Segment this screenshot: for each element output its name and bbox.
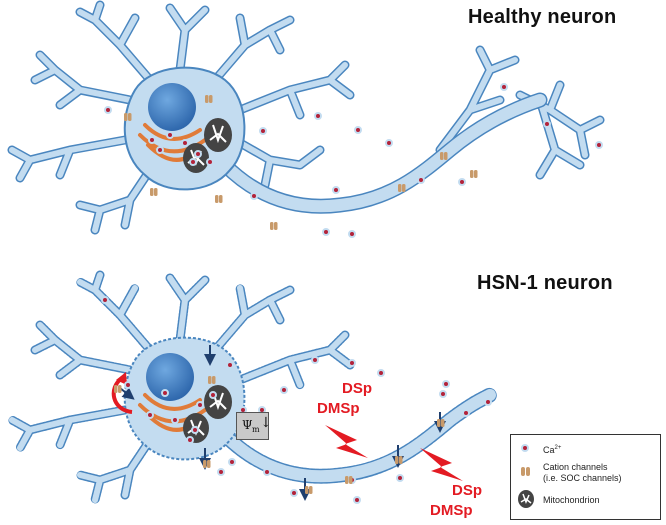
- drug-label-dmsp-lower: DMSp: [430, 502, 473, 519]
- mitochondrion-icon: [204, 385, 232, 419]
- drug-label-dmsp-upper: DMSp: [317, 400, 360, 417]
- lightning-bolt-icon: [325, 425, 368, 458]
- calcium-ion-icon: [348, 359, 356, 367]
- calcium-ion-icon: [314, 112, 322, 120]
- cation-channel-icon: [470, 170, 478, 178]
- mitochondrion-icon: [204, 118, 232, 152]
- calcium-ion-icon: [206, 158, 214, 166]
- cation-channel-icon: [270, 222, 278, 230]
- cation-channel-icon: [203, 460, 211, 468]
- calcium-ion-icon: [196, 401, 204, 409]
- calcium-ion-icon: [191, 426, 199, 434]
- calcium-ion-icon: [263, 468, 271, 476]
- calcium-ion-icon: [171, 416, 179, 424]
- legend: Ca2+ Cation channels (i.e. SOC channels)…: [510, 434, 661, 520]
- calcium-ion-icon: [458, 178, 466, 186]
- cation-channel-icon: [440, 152, 448, 160]
- cation-channel-icon: [395, 456, 403, 464]
- calcium-ion-icon: [209, 391, 217, 399]
- calcium-ion-icon: [543, 120, 551, 128]
- calcium-ion-icon: [377, 369, 385, 377]
- hsn-cation-channels: [114, 376, 445, 494]
- hsn-calcium-ions: [101, 296, 492, 504]
- calcium-ion-icon: [595, 141, 603, 149]
- calcium-ion-icon: [189, 158, 197, 166]
- cation-channel-icon: [215, 195, 223, 203]
- cation-channel-icon: [398, 184, 406, 192]
- cation-channel-icon: [124, 113, 132, 121]
- calcium-ion-icon: [484, 398, 492, 406]
- cation-channel-icon: [114, 385, 122, 393]
- calcium-ion-icon: [396, 474, 404, 482]
- cation-channel-icon: [205, 95, 213, 103]
- calcium-ion-icon: [228, 458, 236, 466]
- calcium-ion-icon: [217, 468, 225, 476]
- calcium-ion-icon: [280, 386, 288, 394]
- calcium-ion-icon: [194, 150, 202, 158]
- calcium-ion-icon: [353, 496, 361, 504]
- healthy-dendrites: [7, 0, 605, 235]
- calcium-ion-icon: [332, 186, 340, 194]
- calcium-ion-icon: [101, 296, 109, 304]
- lightning-bolt-icon: [420, 448, 463, 481]
- cation-channel-icon: [521, 467, 530, 476]
- mitochondrion-icon: [183, 143, 209, 173]
- calcium-ion-icon: [156, 146, 164, 154]
- calcium-ion-icon: [226, 361, 234, 369]
- cation-channel-icon: [305, 486, 313, 494]
- calcium-ion-icon: [521, 444, 529, 452]
- calcium-ion-icon: [500, 83, 508, 91]
- drug-label-dsp-lower: DSp: [452, 482, 482, 499]
- cation-channel-icon: [437, 419, 445, 427]
- legend-label-cation-line2: (i.e. SOC channels): [543, 473, 622, 483]
- cation-channel-icon: [150, 188, 158, 196]
- calcium-ion-icon: [354, 126, 362, 134]
- drug-label-dsp-upper: DSp: [342, 380, 372, 397]
- calcium-ion-icon: [322, 228, 330, 236]
- calcium-ion-icon: [442, 380, 450, 388]
- calcium-ion-icon: [166, 131, 174, 139]
- healthy-calcium-ions: [104, 83, 603, 238]
- down-arrow-icon: ↓: [260, 415, 272, 431]
- calcium-ion-icon: [181, 139, 189, 147]
- healthy-neuron-title: Healthy neuron: [468, 6, 617, 28]
- calcium-ion-icon: [146, 411, 154, 419]
- calcium-ion-icon: [161, 389, 169, 397]
- hsn-dendrites: [7, 270, 355, 505]
- hsn-neuron-title: HSN-1 neuron: [477, 272, 613, 294]
- calcium-ion-icon: [311, 356, 319, 364]
- calcium-ion-icon: [439, 390, 447, 398]
- psi-symbol: Ψ: [242, 418, 253, 432]
- membrane-potential-box: Ψ m ↓: [236, 412, 272, 440]
- healthy-nucleus: [148, 83, 196, 131]
- calcium-ion-icon: [148, 136, 156, 144]
- calcium-ion-icon: [385, 139, 393, 147]
- cation-channel-icon: [208, 376, 216, 384]
- legend-label-mitochondrion: Mitochondrion: [543, 495, 600, 505]
- calcium-ion-icon: [104, 106, 112, 114]
- psi-subscript: m: [252, 425, 260, 434]
- calcium-ion-icon: [462, 409, 470, 417]
- cation-channel-icon: [345, 476, 353, 484]
- healthy-neuron: [7, 0, 605, 238]
- healthy-cation-channels: [124, 95, 478, 230]
- calcium-ion-icon: [124, 381, 132, 389]
- calcium-ion-icon: [259, 127, 267, 135]
- calcium-ion-icon: [186, 436, 194, 444]
- mitochondrion-icon: [518, 490, 534, 508]
- legend-label-cation-line1: Cation channels: [543, 462, 608, 472]
- hsn-nucleus: [146, 353, 194, 401]
- hsn-neuron: [7, 270, 498, 505]
- calcium-ion-icon: [348, 230, 356, 238]
- calcium-ion-icon: [290, 489, 298, 497]
- calcium-ion-icon: [417, 176, 425, 184]
- calcium-ion-icon: [250, 192, 258, 200]
- legend-label-calcium: Ca2+: [543, 445, 562, 455]
